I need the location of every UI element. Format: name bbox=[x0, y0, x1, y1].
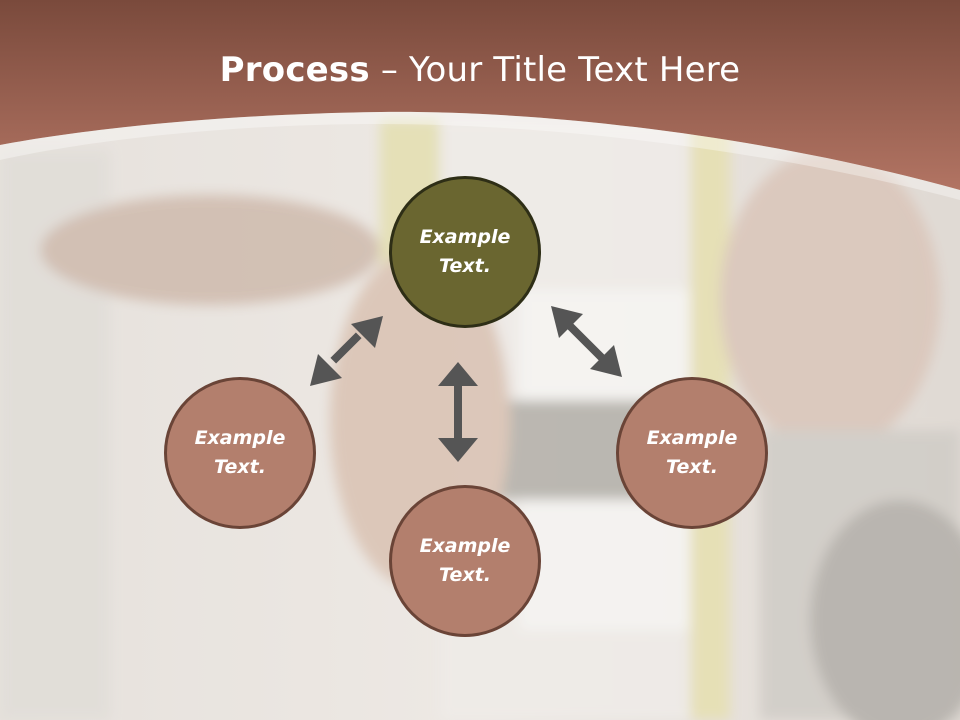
process-node-left[interactable]: Example Text. bbox=[164, 377, 316, 529]
title-text: Your Title Text Here bbox=[409, 50, 741, 90]
node-text-line1: Example bbox=[646, 427, 738, 449]
slide-title: Process – Your Title Text Here bbox=[0, 50, 960, 90]
node-text-line2: Text. bbox=[439, 255, 491, 277]
node-text-line2: Text. bbox=[666, 456, 718, 478]
process-node-bottom[interactable]: Example Text. bbox=[389, 485, 541, 637]
process-node-right[interactable]: Example Text. bbox=[616, 377, 768, 529]
node-text-line2: Text. bbox=[439, 564, 491, 586]
node-text-line1: Example bbox=[419, 535, 511, 557]
node-text-line1: Example bbox=[194, 427, 286, 449]
process-node-top[interactable]: Example Text. bbox=[389, 176, 541, 328]
node-text-line1: Example bbox=[419, 226, 511, 248]
title-bold: Process bbox=[219, 50, 370, 90]
node-text-line2: Text. bbox=[214, 456, 266, 478]
title-separator: – bbox=[369, 50, 410, 90]
